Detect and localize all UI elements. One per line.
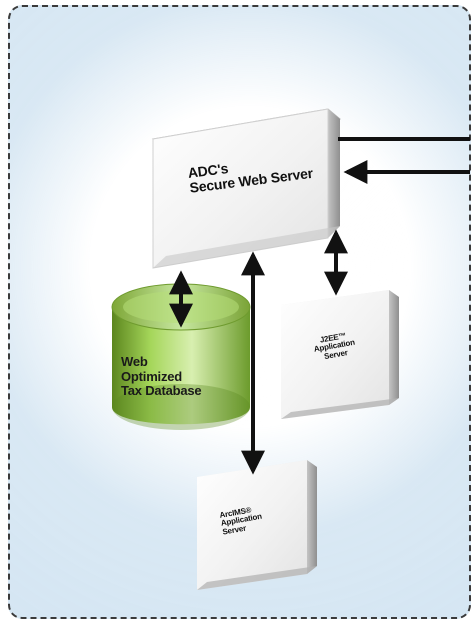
tax-database-label: Web Optimized Tax Database — [121, 354, 202, 399]
